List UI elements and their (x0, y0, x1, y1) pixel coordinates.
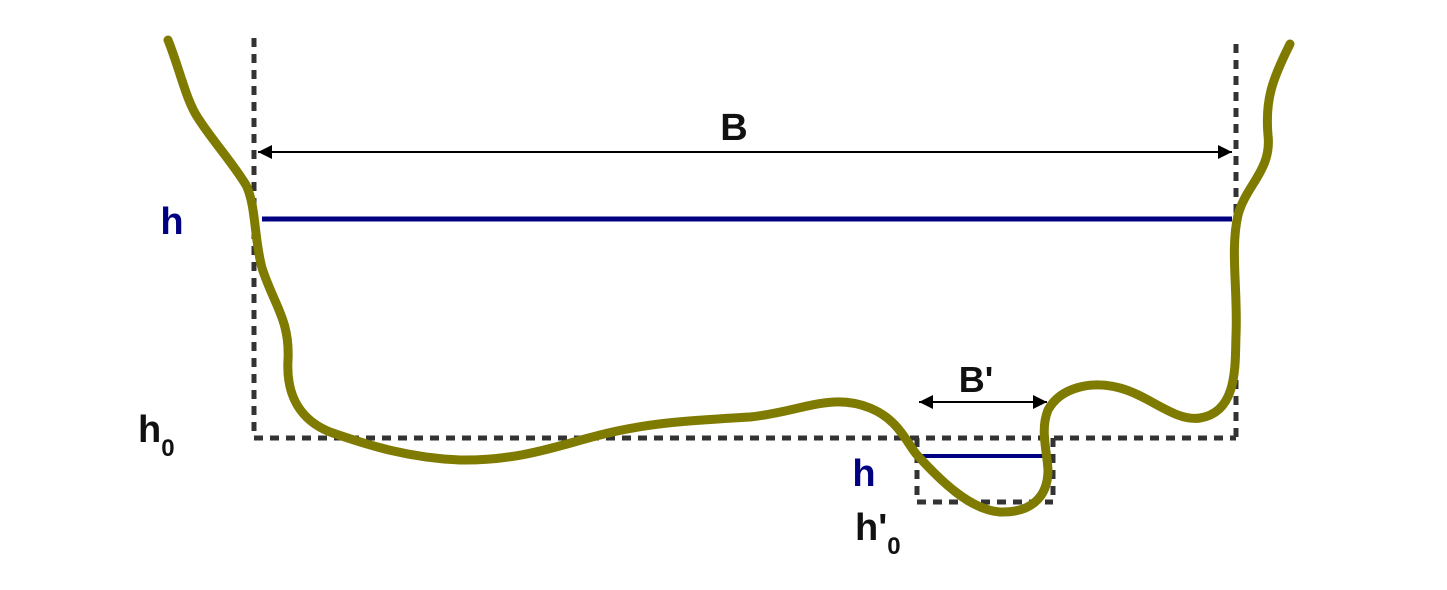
main-base-level-symbol: h (138, 409, 161, 451)
width-b-prime-label: B' (959, 359, 994, 400)
main-water-level-label: h (160, 201, 183, 243)
width-b-label: B (720, 107, 747, 149)
main-channel-dashed-box (251, 38, 1239, 441)
riverbed-profile-curve (163, 35, 1295, 517)
main-base-level-label: h0 (138, 409, 175, 462)
low-flow-base-level-symbol: h' (855, 507, 887, 549)
main-base-level-subscript: 0 (161, 435, 174, 462)
low-flow-base-level-subscript: 0 (887, 533, 900, 560)
low-flow-base-level-label: h'0 (855, 507, 901, 560)
low-flow-water-level-label: h (852, 453, 875, 495)
